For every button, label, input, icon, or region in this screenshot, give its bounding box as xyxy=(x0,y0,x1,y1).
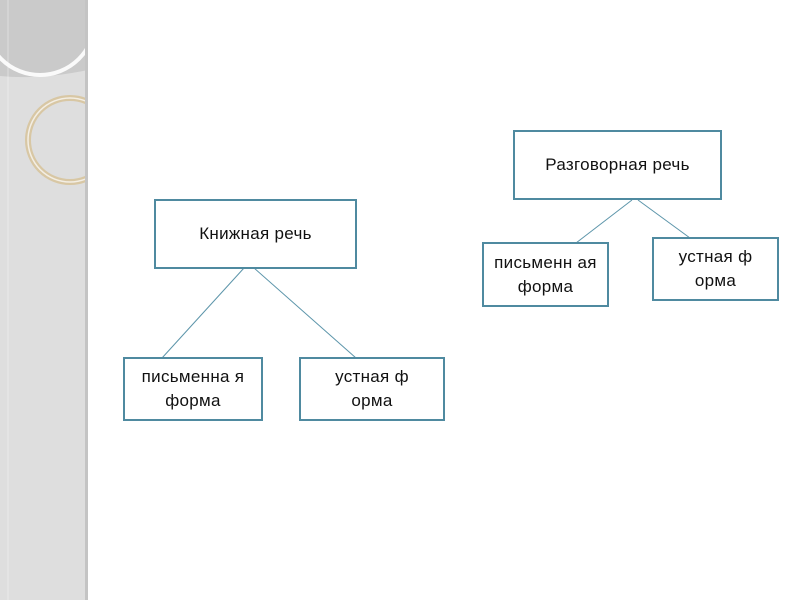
connector-left-to-written xyxy=(161,267,245,359)
bookish-written-form-box: письменна я форма xyxy=(123,357,263,421)
bookish-speech-box: Книжная речь xyxy=(154,199,357,269)
connector-right-to-oral xyxy=(637,199,691,239)
colloquial-speech-box: Разговорная речь xyxy=(513,130,722,200)
colloquial-oral-form-label: устная форма xyxy=(678,247,753,290)
colloquial-written-form-label: письменн ая форма xyxy=(494,252,597,296)
colloquial-oral-form-box: устная форма xyxy=(652,237,779,301)
bookish-oral-form-label: устная форма xyxy=(335,367,409,410)
bookish-written-form-label: письменна я форма xyxy=(141,367,245,410)
decorative-side-panel xyxy=(0,0,88,600)
bookish-speech-label: Книжная речь xyxy=(199,224,312,243)
ring-decoration-graphic xyxy=(0,0,88,600)
beige-ring-highlight xyxy=(27,97,88,183)
connector-right-to-written xyxy=(575,199,633,244)
top-shade-shape xyxy=(0,0,88,78)
colloquial-written-form-box: письменн ая форма xyxy=(482,242,609,307)
colloquial-speech-label: Разговорная речь xyxy=(545,155,690,174)
bookish-oral-form-box: устная форма xyxy=(299,357,445,421)
connector-left-to-oral xyxy=(253,267,357,359)
white-arc-decoration xyxy=(0,42,88,77)
